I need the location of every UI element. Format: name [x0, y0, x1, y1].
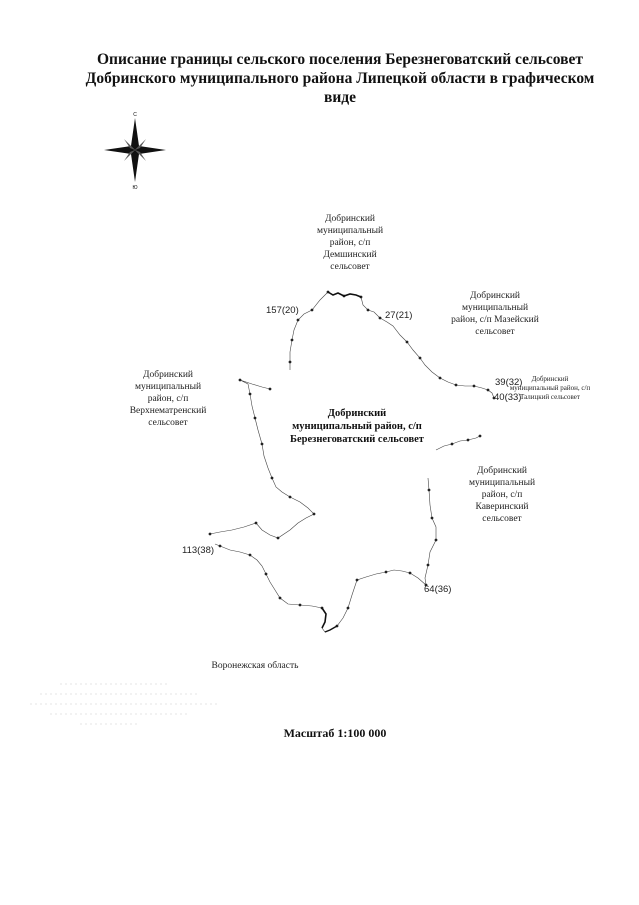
compass-south-arm: [131, 150, 139, 182]
neighbor-west-label: Добринский муниципальный район, с/п Верх…: [118, 369, 218, 429]
map-title: Описание границы сельского поселения Бер…: [60, 50, 620, 107]
compass-east-arm: [135, 146, 166, 154]
neighbor-northeast-line: сельсовет: [475, 327, 515, 337]
neighbor-south-label: Воронежская область: [211, 661, 299, 671]
neighbor-west-line: муниципальный: [134, 382, 202, 392]
neighbor-north-line: сельсовет: [330, 262, 370, 272]
neighbor-northeast-line: район, с/п Мазейский: [451, 315, 539, 325]
boundary-north-segment: [327, 291, 362, 298]
neighbor-southeast-line: район, с/п: [481, 490, 523, 500]
compass-ne-arm: [135, 139, 146, 150]
neighbor-north-label: Добринский муниципальный район, с/п Демш…: [305, 213, 395, 273]
title-line-2: Добринского муниципального района Липецк…: [85, 70, 595, 87]
compass-north-letter: С: [133, 112, 137, 118]
neighbor-north-line: Демшинский: [323, 250, 377, 260]
settlement-center-label: Добринский муниципальный район, с/п Бере…: [272, 407, 442, 446]
neighbor-southeast-label: Добринский муниципальный район, с/п Каве…: [452, 465, 552, 525]
compass-nw-arm: [124, 139, 135, 150]
neighbor-north-line: муниципальный: [316, 226, 384, 236]
neighbor-southeast-line: муниципальный: [468, 478, 536, 488]
center-line-3: Березнеговатский сельсовет: [290, 434, 424, 445]
boundary-line: [209, 291, 495, 633]
compass-north-arm: [131, 118, 139, 150]
neighbor-west-line: район, с/п: [147, 394, 189, 404]
point-label-27: 27(21): [385, 310, 413, 321]
compass-se-arm: [135, 150, 146, 161]
neighbor-northeast-line: Добринский: [470, 291, 520, 301]
compass-sw-arm: [124, 150, 135, 161]
boundary-points: [208, 290, 496, 628]
point-label-39: 39(32): [495, 377, 523, 388]
scan-noise-decoration: [30, 683, 220, 725]
compass-south-letter: Ю: [132, 185, 137, 190]
point-label-40: 40(33): [494, 392, 522, 403]
point-label-113: 113(38): [182, 545, 215, 556]
title-line-3: виде: [323, 89, 357, 106]
neighbor-east-label: Добринский муниципальный район, с/п Тали…: [500, 375, 600, 402]
neighbor-west-line: Добринский: [143, 370, 193, 380]
neighbor-north-line: Добринский: [325, 214, 375, 224]
neighbor-southeast-line: Добринский: [477, 466, 527, 476]
neighbor-west-line: сельсовет: [148, 418, 188, 428]
neighbor-east-line: Добринский: [531, 375, 569, 383]
neighbor-east-line: муниципальный район, с/п: [509, 384, 591, 392]
neighbor-southeast-line: сельсовет: [482, 514, 522, 524]
point-label-64: 64(36): [424, 584, 452, 595]
neighbor-north-line: район, с/п: [329, 238, 371, 248]
neighbor-northeast-line: муниципальный: [461, 303, 529, 313]
neighbor-west-line: Верхнематренский: [129, 406, 207, 416]
point-label-157: 157(20): [266, 305, 299, 316]
boundary-south-tip: [324, 625, 338, 633]
compass-west-arm: [104, 146, 135, 154]
neighbor-east-line: Талицкий сельсовет: [520, 393, 580, 401]
center-line-2: муниципальный район, с/п: [292, 421, 422, 432]
boundary-south-segment: [321, 607, 327, 629]
title-line-1: Описание границы сельского поселения Бер…: [96, 51, 584, 68]
neighbor-northeast-label: Добринский муниципальный район, с/п Мазе…: [440, 290, 550, 338]
map-scale: Масштаб 1:100 000: [283, 726, 387, 740]
neighbor-southeast-line: Каверинский: [475, 502, 529, 512]
compass-rose-icon: С Ю: [104, 112, 166, 190]
center-line-1: Добринский: [327, 408, 387, 419]
